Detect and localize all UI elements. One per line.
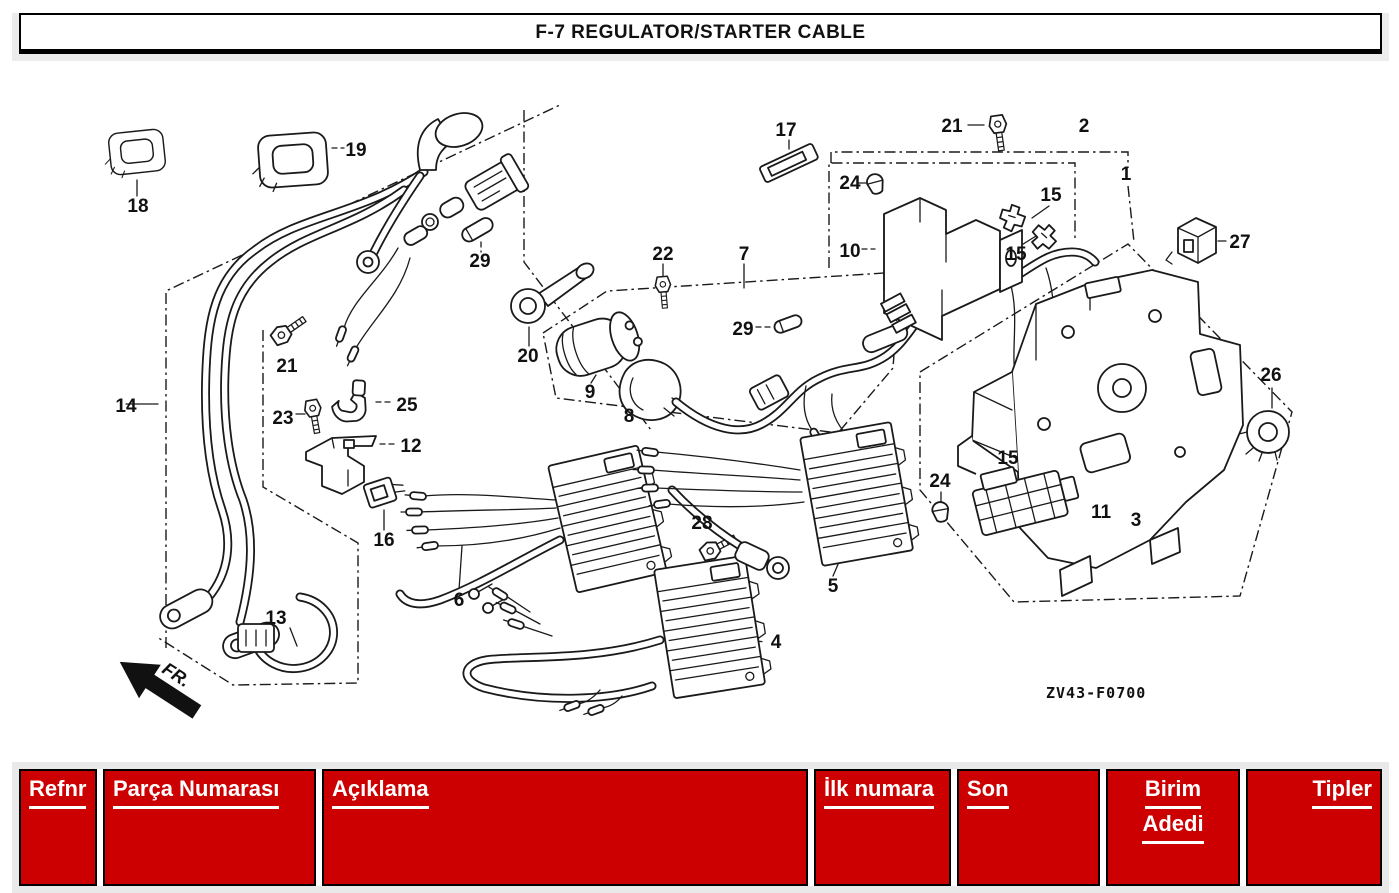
parts-diagram: FR. ZV43-F0700 1819292114232512161320982… — [101, 103, 1293, 719]
part-10-relay-assembly — [880, 197, 1023, 341]
callout-25: 25 — [396, 395, 418, 416]
part-19-grommet — [249, 130, 330, 194]
part-18-grommet — [101, 127, 168, 181]
callout-20: 20 — [517, 346, 538, 367]
callout-24: 24 — [839, 173, 861, 194]
part-29-tube-b — [773, 314, 803, 334]
part-5-wires — [631, 445, 805, 580]
part-4-wires — [462, 583, 665, 719]
page-title: F-7 REGULATOR/STARTER CABLE — [19, 13, 1382, 54]
part-5-regulator — [799, 419, 922, 567]
part-29-tube-a — [461, 217, 494, 243]
part-16-connector — [362, 476, 406, 509]
part-24-grommet-b — [930, 499, 952, 524]
callout-1: 1 — [1121, 164, 1132, 185]
callout-15: 15 — [1005, 244, 1027, 265]
part-21-bolt-a — [267, 310, 311, 349]
parts-catalog-page: { "page": { "title": "F-7 REGULATOR/STAR… — [12, 13, 1389, 893]
callout-8: 8 — [624, 406, 635, 427]
part-22-bolt — [653, 275, 674, 310]
part-13-cable — [237, 592, 338, 673]
callout-10: 10 — [839, 241, 860, 262]
part-17-strip — [759, 143, 819, 183]
callout-23: 23 — [272, 408, 293, 429]
title-box: F-7 REGULATOR/STARTER CABLE — [12, 13, 1389, 61]
callout-27: 27 — [1229, 232, 1250, 253]
callout-16: 16 — [373, 530, 394, 551]
part-15-clip-a — [997, 202, 1029, 234]
column-header-son[interactable]: Son — [957, 769, 1100, 886]
callout-11: 11 — [1091, 502, 1112, 523]
callout-29: 29 — [732, 319, 753, 340]
callout-21: 21 — [941, 116, 963, 137]
part-12-bracket — [305, 435, 377, 495]
part-3-bracket — [957, 269, 1244, 597]
fr-arrow — [119, 661, 202, 719]
callout-4: 4 — [771, 632, 782, 653]
part-4-regulator — [653, 553, 775, 700]
part-21-bolt-b — [987, 113, 1011, 153]
callout-14: 14 — [115, 396, 137, 417]
callout-15: 15 — [997, 448, 1019, 469]
callout-29: 29 — [469, 251, 490, 272]
drawing-code: ZV43-F0700 — [1046, 684, 1146, 702]
callout-9: 9 — [585, 382, 596, 403]
callout-7: 7 — [739, 244, 750, 265]
callout-3: 3 — [1131, 510, 1142, 531]
callout-17: 17 — [775, 120, 796, 141]
part-26-grommet — [1238, 410, 1290, 462]
starter-cable-assembly — [332, 112, 530, 369]
column-header-i-lk-numara[interactable]: İlk numara — [814, 769, 951, 886]
part-6-wires — [395, 490, 565, 614]
column-header-tipler[interactable]: Tipler — [1246, 769, 1382, 886]
part-20-clamp — [510, 262, 595, 324]
callout-19: 19 — [345, 140, 366, 161]
column-header-refnr[interactable]: Refnr — [19, 769, 97, 886]
column-header-par-a-numaras-[interactable]: Parça Numarası — [103, 769, 316, 886]
callout-15: 15 — [1040, 185, 1062, 206]
callout-13: 13 — [265, 608, 286, 629]
callout-2: 2 — [1079, 116, 1090, 137]
part-27-connector — [1165, 217, 1217, 265]
part-25-clamp — [331, 379, 367, 423]
callout-5: 5 — [828, 576, 839, 597]
callout-22: 22 — [652, 244, 673, 265]
part-11-fuse-box — [971, 466, 1080, 536]
callout-18: 18 — [127, 196, 148, 217]
part-23-bolt — [302, 398, 326, 436]
part-24-grommet-a — [864, 171, 887, 197]
column-header-a-klama[interactable]: Açıklama — [322, 769, 808, 886]
callout-12: 12 — [400, 436, 421, 457]
callout-28: 28 — [691, 513, 712, 534]
part-9-solenoid — [555, 311, 643, 377]
callout-24: 24 — [929, 471, 951, 492]
callout-21: 21 — [276, 356, 298, 377]
callout-26: 26 — [1260, 365, 1281, 386]
callout-6: 6 — [454, 590, 465, 611]
